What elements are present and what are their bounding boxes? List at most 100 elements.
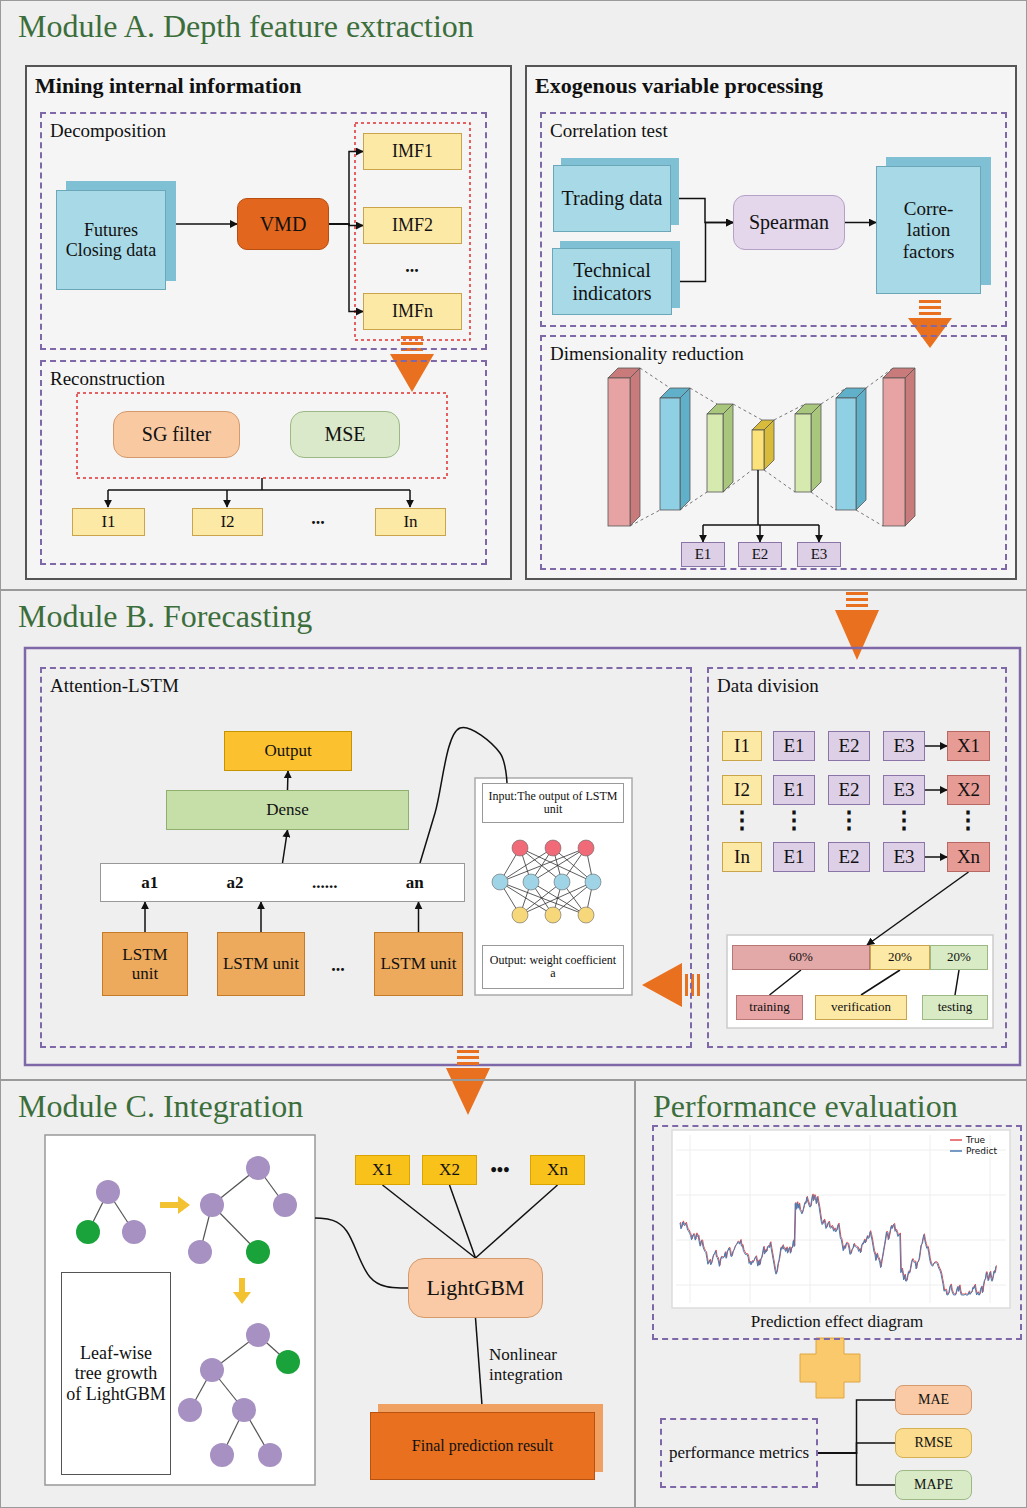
nn-neuron: [512, 907, 528, 923]
connector: [476, 1318, 483, 1412]
legend-line: [950, 1150, 962, 1152]
node-label: VMD: [260, 213, 307, 235]
process-box: Final prediction result: [370, 1412, 595, 1480]
process-box: X1: [947, 731, 990, 761]
node-label: Xn: [957, 846, 980, 867]
process-box: MAE: [895, 1385, 972, 1415]
drawing-part: [764, 420, 774, 470]
node-label: LSTM unit: [380, 954, 456, 973]
connector: [955, 970, 959, 995]
dashed-group: ReconstructionSG filterMSEI1I2In: [40, 360, 487, 565]
connector: [383, 1185, 476, 1258]
wire: [703, 524, 819, 526]
flow-arrow: [446, 1050, 490, 1115]
edge-label: Nonlinear integration: [489, 1345, 581, 1384]
process-box: E3: [883, 731, 925, 761]
process-box: 60%: [732, 945, 870, 970]
drawing-part: [908, 318, 952, 348]
process-box: verification: [815, 995, 907, 1020]
process-box: E2: [828, 775, 870, 805]
drawing-part: [401, 336, 423, 339]
process-box: E2: [828, 731, 870, 761]
node-label: SG filter: [142, 423, 211, 445]
process-box: E1: [773, 775, 815, 805]
connector: [329, 152, 363, 225]
process-box: E3: [883, 842, 925, 872]
node-label: Xn: [547, 1160, 568, 1179]
connector: [845, 222, 876, 224]
process-box: VMD: [237, 198, 329, 250]
dashed-group: Attention-LSTMOutputDensea1a2......anLST…: [40, 667, 692, 1048]
wire: [818, 525, 820, 542]
node-label: Input:The output of LSTM unit: [487, 790, 619, 817]
drawing-part: [836, 398, 856, 510]
process-box: training: [736, 995, 803, 1020]
group-heading: Exogenous variable processing: [535, 73, 823, 99]
tree-leaf: [76, 1220, 100, 1244]
module-frame: [25, 648, 1020, 1065]
drawing-part: [811, 404, 821, 492]
node-label: Spearman: [749, 211, 829, 233]
drawing-part: [457, 1062, 479, 1065]
node-label: MSE: [324, 423, 365, 445]
connector: [283, 830, 288, 863]
drawing-part: [390, 354, 434, 392]
connector: [818, 1443, 895, 1453]
nn-neuron: [578, 907, 594, 923]
tree-leaf: [122, 1220, 146, 1244]
group-heading: Attention-LSTM: [50, 675, 179, 697]
node-label: Dense: [266, 800, 308, 819]
group-heading: Decomposition: [50, 120, 166, 142]
wire: [108, 489, 410, 491]
process-box: E3: [883, 775, 925, 805]
node-label: testing: [938, 1000, 973, 1015]
drawing-part: [630, 368, 640, 526]
wire: [261, 478, 263, 490]
drawing-part: [685, 974, 688, 996]
attention-panel: [475, 778, 632, 995]
ellipsis-mark: •••: [491, 1160, 510, 1181]
tree-leaf: [246, 1240, 270, 1264]
dashed-group: Correlation testTrading dataTechnical in…: [540, 112, 1007, 327]
highlight-frame: [355, 123, 470, 340]
chart-frame: [672, 1130, 1010, 1308]
ellipsis-mark: ...: [311, 508, 325, 529]
group-heading: Correlation test: [550, 120, 668, 142]
process-box: I1: [72, 508, 145, 536]
process-box: LightGBM: [408, 1258, 543, 1318]
process-box: LSTM unit: [374, 932, 463, 996]
ellipsis-mark: ⋮: [892, 806, 916, 834]
node-label: LSTM unit: [223, 954, 299, 973]
node-label: I2: [220, 512, 234, 531]
drawing-part: [707, 414, 723, 492]
nn-neuron: [545, 840, 561, 856]
tree-leaf: [96, 1180, 120, 1204]
drawing-part: [691, 974, 694, 996]
flow-arrow: [642, 963, 700, 1007]
wire: [107, 490, 109, 507]
drawing-part: [846, 604, 868, 607]
process-box: In: [722, 842, 762, 872]
drawing-part: [919, 312, 941, 315]
weight-row: a1a2......an: [100, 863, 465, 902]
dashed-box: performance metrics: [660, 1418, 818, 1488]
grid-line: [810, 1135, 811, 1303]
true-series: [681, 1194, 997, 1294]
node-label: Output: weight coefficient a: [487, 954, 619, 981]
process-box: X2: [947, 775, 990, 805]
connector: [329, 224, 363, 312]
drawing-part: [723, 404, 733, 492]
process-box: 20%: [870, 945, 930, 970]
ellipsis-mark: ...: [405, 256, 419, 277]
network-layer: [883, 368, 915, 526]
nn-neuron: [512, 840, 528, 856]
node-label: MAE: [918, 1392, 949, 1408]
node-label: I1: [734, 735, 750, 756]
process-box: Output: weight coefficient a: [482, 945, 624, 989]
dashed-group: Prediction effect diagram: [652, 1125, 1022, 1340]
node-label: In: [403, 512, 417, 531]
nn-neuron: [545, 907, 561, 923]
process-box: I1: [722, 731, 762, 761]
network-layer: [752, 420, 774, 470]
